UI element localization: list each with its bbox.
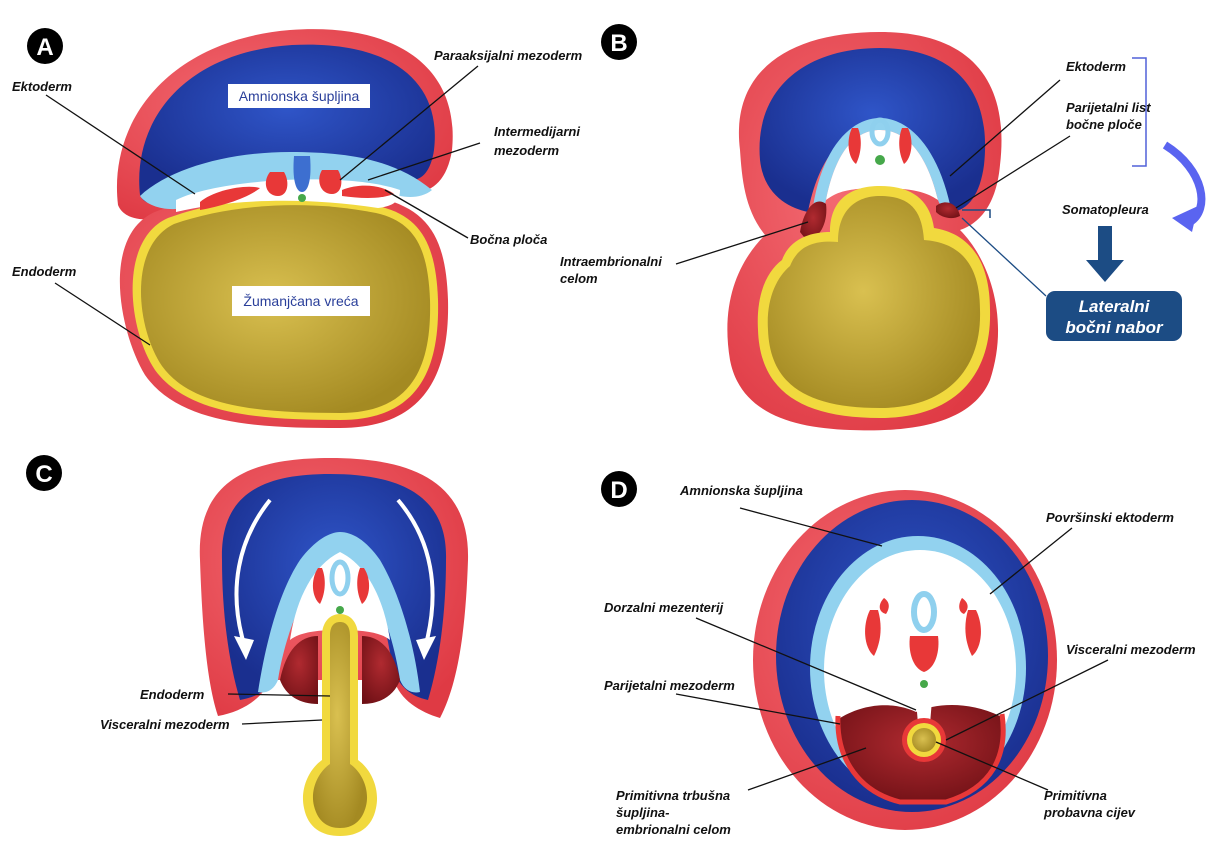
lateral-fold-box-line-1: Lateralni bbox=[1079, 297, 1151, 316]
d-label-primitive-gut-2: probavna cijev bbox=[1043, 805, 1136, 820]
panel-d-badge-letter: D bbox=[610, 477, 627, 504]
b-label-ectoderm: Ektoderm bbox=[1066, 59, 1126, 74]
b-label-coelom-1: Intraembrionalni bbox=[560, 254, 662, 269]
d-label-primitive-cavity-1: Primitivna trbušna bbox=[616, 788, 730, 803]
c-leader-visceral bbox=[242, 720, 322, 724]
b-label-coelom-2: celom bbox=[560, 271, 598, 286]
lateral-fold-box-line-2: bočni nabor bbox=[1065, 318, 1164, 337]
panel-a-badge-letter: A bbox=[36, 34, 53, 61]
label-endoderm: Endoderm bbox=[12, 264, 77, 279]
d-label-amnion: Amnionska šupljina bbox=[679, 483, 803, 498]
panel-a: Amnionska šupljina Žumanjčana vreća Ekto… bbox=[12, 28, 583, 428]
label-intermediate-mesoderm-2: mezoderm bbox=[494, 143, 559, 158]
panel-b-badge-letter: B bbox=[610, 30, 627, 57]
panel-d: Amnionska šupljina Površinski ektoderm D… bbox=[601, 471, 1196, 837]
d-label-primitive-cavity-2: šupljina- bbox=[616, 805, 669, 820]
yolk-sac-label: Žumanjčana vreća bbox=[243, 293, 358, 309]
c-label-endoderm: Endoderm bbox=[140, 687, 205, 702]
c-notochord bbox=[336, 606, 344, 614]
lateral-fold-down-arrow bbox=[1086, 226, 1124, 282]
amnion-cavity-label: Amnionska šupljina bbox=[239, 88, 360, 104]
somatopleura-arrow-head bbox=[1172, 206, 1198, 232]
label-paraxial-mesoderm: Paraaksijalni mezoderm bbox=[434, 48, 583, 63]
d-label-parietal: Parijetalni mezoderm bbox=[604, 678, 735, 693]
notochord bbox=[298, 194, 306, 202]
b-label-somatopleura: Somatopleura bbox=[1062, 202, 1149, 217]
b-label-parietal-1: Parijetalni list bbox=[1066, 100, 1151, 115]
panel-b: Lateralni bočni nabor Ektoderm Parijetal… bbox=[560, 24, 1201, 430]
panel-c: Endoderm Visceralni mezoderm C bbox=[26, 455, 468, 836]
label-lateral-plate: Bočna ploča bbox=[470, 232, 547, 247]
d-label-dorsal-mesentery: Dorzalni mezenterij bbox=[604, 600, 724, 615]
b-notochord bbox=[875, 155, 885, 165]
d-label-primitive-gut-1: Primitivna bbox=[1044, 788, 1107, 803]
d-label-primitive-cavity-3: embrionalni celom bbox=[616, 822, 731, 837]
d-notochord bbox=[920, 680, 928, 688]
d-gut-lumen bbox=[912, 728, 936, 752]
d-label-visceral: Visceralni mezoderm bbox=[1066, 642, 1196, 657]
panel-c-badge-letter: C bbox=[35, 461, 52, 488]
label-intermediate-mesoderm-1: Intermedijarni bbox=[494, 124, 580, 139]
label-ectoderm: Ektoderm bbox=[12, 79, 72, 94]
d-label-surface-ectoderm: Površinski ektoderm bbox=[1046, 510, 1174, 525]
c-label-visceral: Visceralni mezoderm bbox=[100, 717, 230, 732]
b-label-parietal-2: bočne ploče bbox=[1066, 117, 1142, 132]
